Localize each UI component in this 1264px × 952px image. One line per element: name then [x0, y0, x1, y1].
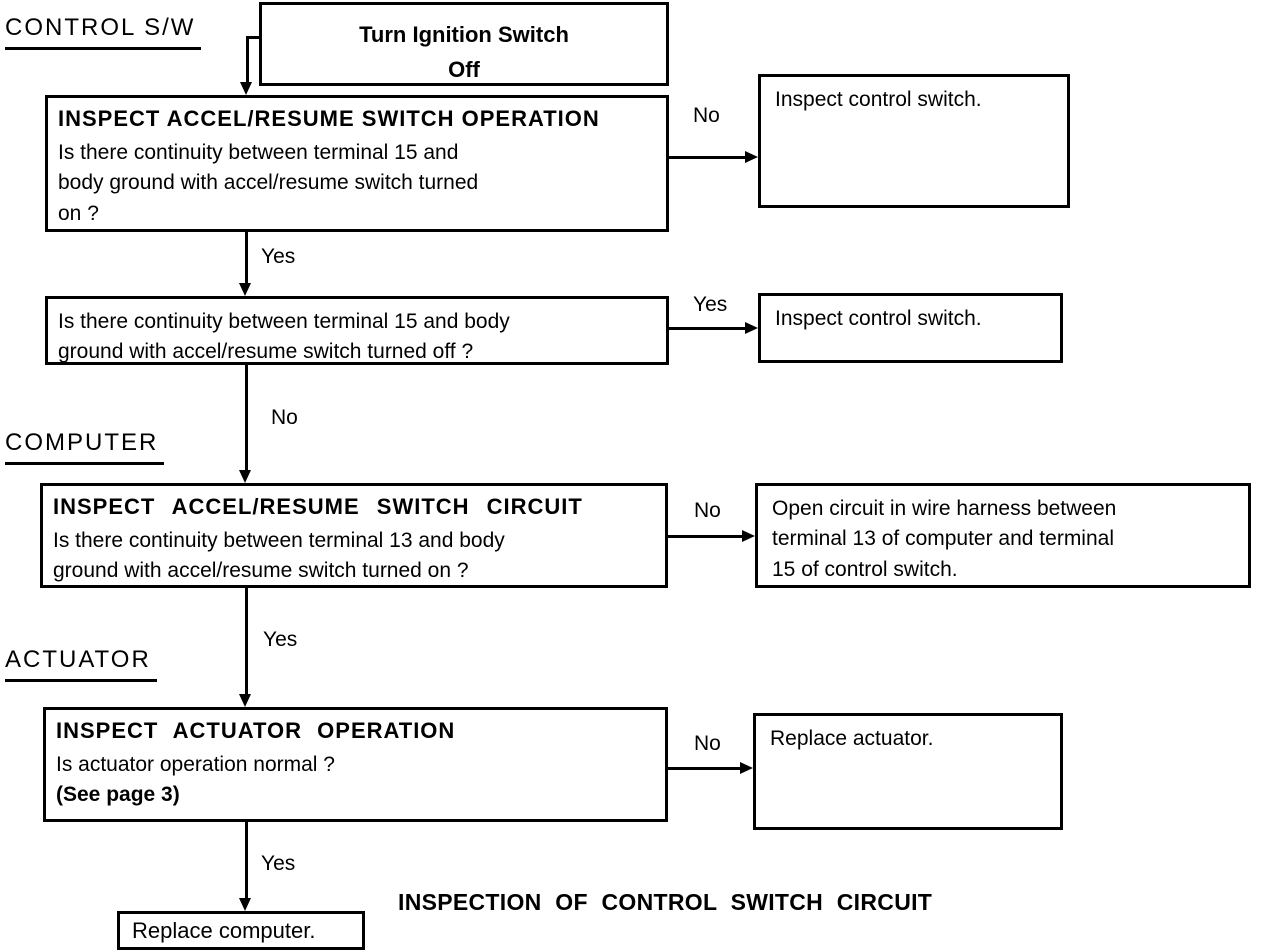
result-box-replace-computer: Replace computer.	[117, 911, 365, 950]
result-box-replace-actuator: Replace actuator.	[753, 713, 1063, 830]
arrow-down-icon	[239, 898, 251, 911]
arrow-right-icon	[740, 762, 753, 774]
arrow-right-icon	[742, 530, 755, 542]
branch-label-q4-yes: Yes	[261, 852, 296, 875]
question-header: INSPECT ACTUATOR OPERATION	[56, 718, 456, 743]
branch-label-q2-yes: Yes	[693, 293, 728, 316]
branch-label-q3-no: No	[694, 499, 721, 522]
arrow-down-icon	[240, 82, 252, 95]
result-box-open-circuit: Open circuit in wire harness between ter…	[755, 483, 1251, 588]
connector-q1-no-line	[669, 156, 746, 159]
start-box: Turn Ignition Switch Off	[259, 2, 669, 86]
question-body: Is there continuity between terminal 13 …	[53, 529, 505, 583]
arrow-right-icon	[745, 151, 758, 163]
branch-label-q2-no: No	[271, 406, 298, 429]
result-box-inspect-control-switch-2: Inspect control switch.	[758, 293, 1063, 363]
branch-label-q1-no: No	[693, 104, 720, 127]
arrow-right-icon	[745, 322, 758, 334]
connector-start-down-line	[246, 36, 249, 83]
connector-q4-no-line	[668, 767, 740, 770]
result-text: Inspect control switch.	[775, 307, 982, 330]
result-box-inspect-control-switch-1: Inspect control switch.	[758, 74, 1070, 208]
question-header: INSPECT ACCEL/RESUME SWITCH OPERATION	[58, 106, 600, 131]
arrow-down-icon	[239, 283, 251, 296]
section-label-computer: COMPUTER	[5, 429, 165, 465]
question-body: Is there continuity between terminal 15 …	[58, 141, 479, 225]
question-note: (See page 3)	[56, 783, 180, 807]
branch-label-q4-no: No	[694, 732, 721, 755]
question-body: Is there continuity between terminal 15 …	[58, 310, 510, 364]
page-title: INSPECTION OF CONTROL SWITCH CIRCUIT	[398, 889, 933, 915]
connector-q2-no-line	[245, 365, 248, 471]
question-box-accel-resume-off: Is there continuity between terminal 15 …	[45, 296, 669, 365]
section-label-control-switch: CONTROL S/W	[5, 14, 202, 50]
connector-q2-yes-line	[669, 327, 746, 330]
result-text: Replace computer.	[132, 918, 316, 943]
arrow-down-icon	[239, 470, 251, 483]
result-text: Open circuit in wire harness between ter…	[772, 497, 1117, 581]
question-box-accel-resume-operation: INSPECT ACCEL/RESUME SWITCH OPERATION Is…	[45, 95, 669, 232]
question-body: Is actuator operation normal ?	[56, 753, 335, 776]
branch-label-q1-yes: Yes	[261, 245, 296, 268]
connector-q1-yes-line	[245, 232, 248, 284]
branch-label-q3-yes: Yes	[263, 628, 298, 651]
result-text: Inspect control switch.	[775, 88, 982, 111]
connector-q4-yes-line	[245, 822, 248, 898]
result-text: Replace actuator.	[770, 727, 934, 750]
question-box-accel-resume-circuit: INSPECT ACCEL/RESUME SWITCH CIRCUIT Is t…	[40, 483, 668, 588]
question-box-actuator-operation: INSPECT ACTUATOR OPERATION Is actuator o…	[43, 707, 668, 822]
connector-q3-yes-line	[245, 588, 248, 695]
connector-start-elbow-line	[246, 36, 260, 39]
question-header: INSPECT ACCEL/RESUME SWITCH CIRCUIT	[53, 494, 583, 519]
start-box-text: Turn Ignition Switch Off	[359, 22, 569, 83]
arrow-down-icon	[239, 694, 251, 707]
connector-q3-no-line	[668, 535, 742, 538]
section-label-actuator: ACTUATOR	[5, 646, 157, 682]
